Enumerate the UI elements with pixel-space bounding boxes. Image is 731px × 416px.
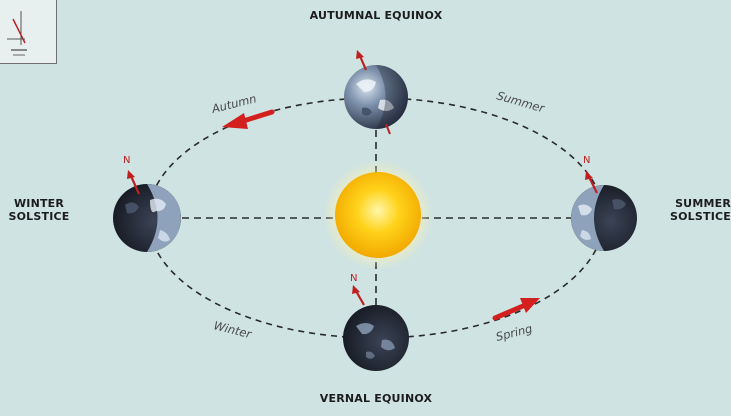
summer-solstice-label: SUMMER SOLSTICE: [664, 197, 731, 223]
north-label-vernal: N: [350, 273, 357, 284]
tilt-icon: [7, 11, 27, 56]
earth-vernal-equinox: [343, 305, 409, 371]
winter-solstice-line1: WINTER: [13, 197, 65, 210]
season-autumn-label: Autumn: [209, 91, 257, 116]
winter-solstice-label: WINTER SOLSTICE: [2, 197, 76, 223]
autumn-axis-arrow: [356, 50, 391, 135]
earth-autumnal-equinox: [344, 65, 408, 129]
season-summer-label: Summer: [495, 88, 547, 115]
autumnal-equinox-label: AUTUMNAL EQUINOX: [309, 9, 443, 22]
season-winter-label: Winter: [212, 318, 254, 341]
spring-direction-arrow: [492, 298, 540, 321]
vernal-equinox-label: VERNAL EQUINOX: [319, 392, 433, 405]
north-label-summer: N: [583, 155, 590, 166]
sun: [335, 172, 421, 258]
winter-axis-arrow: [127, 170, 141, 195]
earth-summer-solstice: [571, 185, 637, 251]
orientation-inset: [0, 0, 57, 64]
summer-axis-arrow: [585, 171, 598, 194]
summer-solstice-line2: SOLSTICE: [670, 210, 731, 223]
summer-solstice-line1: SUMMER: [675, 197, 731, 210]
autumn-direction-arrow: [222, 109, 275, 129]
winter-solstice-line2: SOLSTICE: [8, 210, 70, 223]
north-label-winter: N: [123, 155, 130, 166]
earth-winter-solstice: [113, 184, 181, 252]
season-spring-label: Spring: [494, 321, 533, 344]
vernal-axis-arrow: [352, 285, 365, 306]
